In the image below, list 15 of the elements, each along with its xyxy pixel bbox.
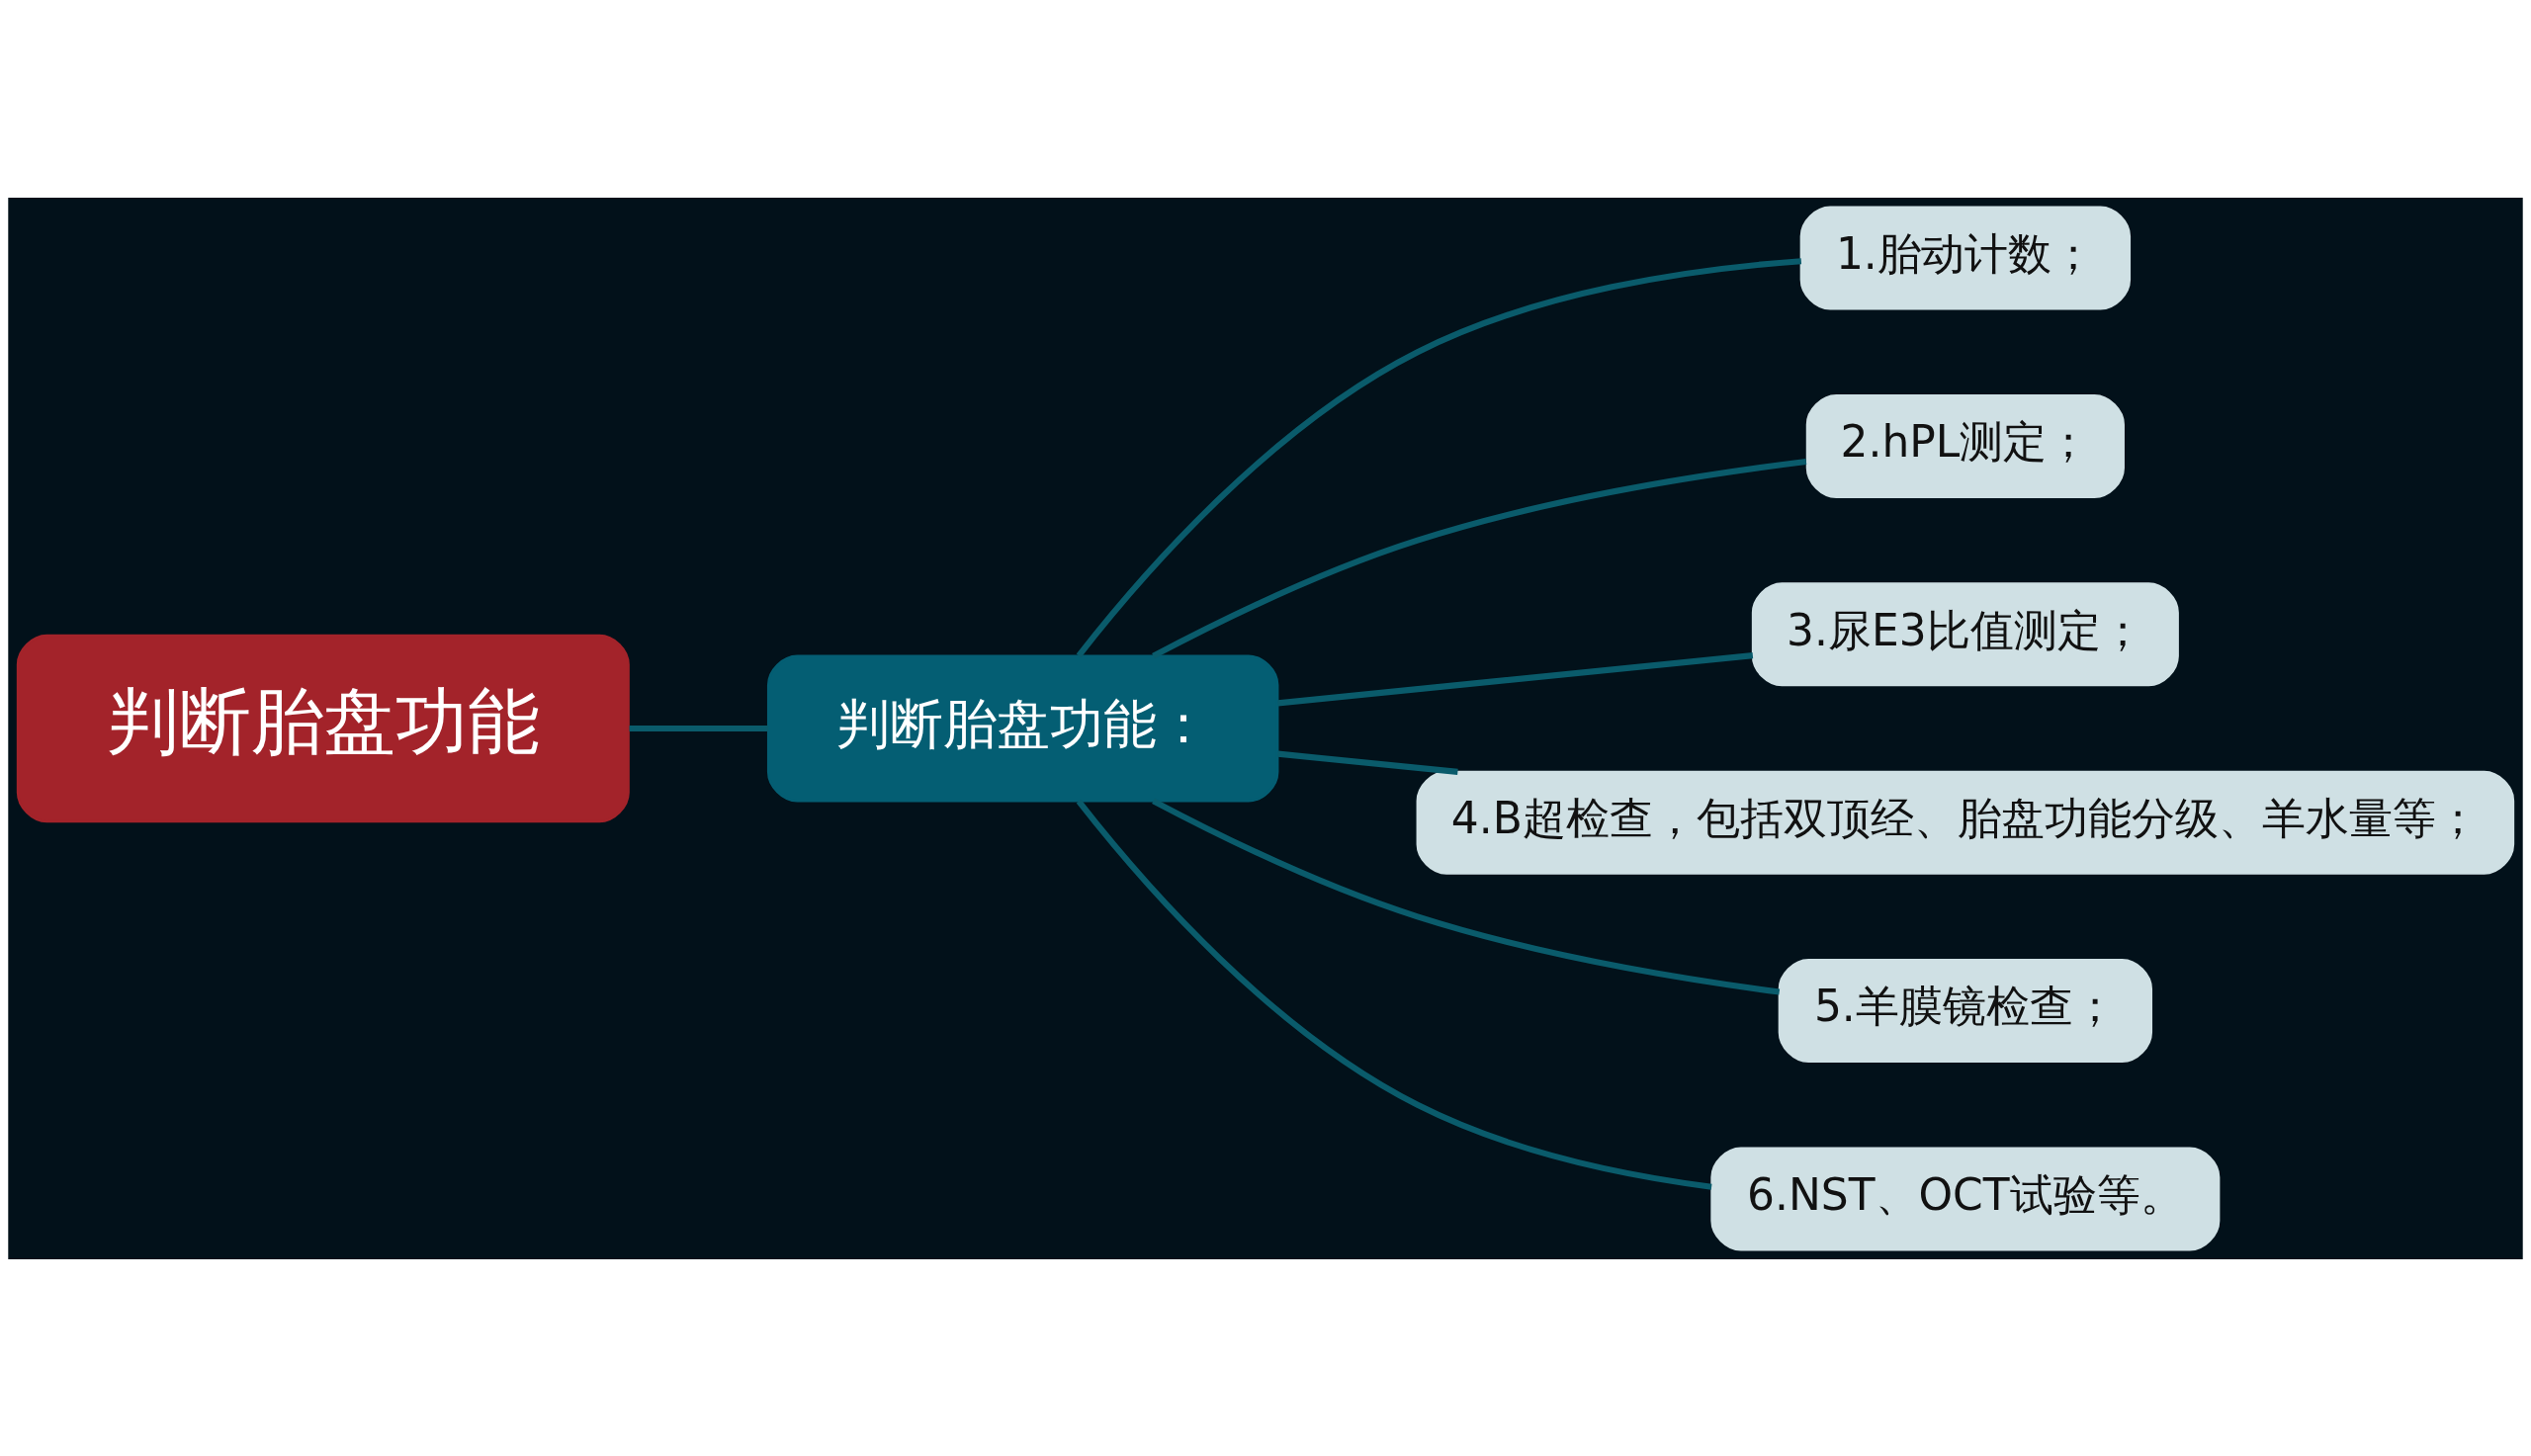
node-box: 3.尿E3比值测定；	[1751, 581, 2179, 686]
node-box: 1.胎动计数；	[1799, 206, 2132, 309]
connector	[1076, 799, 1712, 1190]
node-box: 2.hPL测定；	[1805, 393, 2125, 498]
connector	[1152, 458, 1807, 658]
connector	[629, 725, 769, 731]
node-box: 判断胎盘功能：	[766, 654, 1279, 802]
connector	[1152, 798, 1781, 995]
node-box: 判断胎盘功能	[16, 634, 630, 822]
connector	[1076, 257, 1802, 657]
node-box: 4.B超检查，包括双顶经、胎盘功能分级、羊水量等；	[1416, 770, 2515, 875]
connector	[1277, 651, 1754, 706]
node-box: 6.NST、OCT试验等。	[1710, 1147, 2221, 1250]
connector	[1277, 750, 1458, 775]
node-box: 5.羊膜镜检查；	[1778, 958, 2153, 1063]
